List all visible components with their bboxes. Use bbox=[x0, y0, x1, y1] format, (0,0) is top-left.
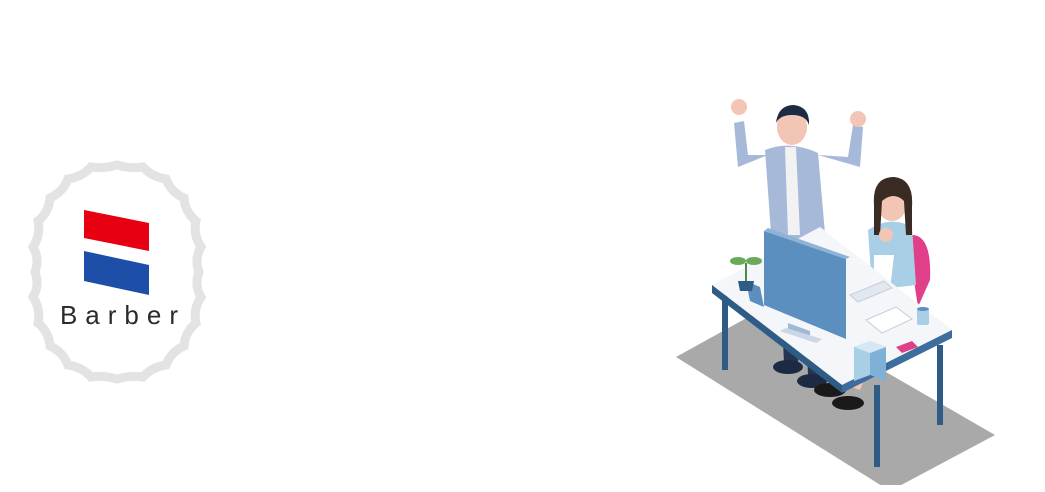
woman-figure bbox=[814, 177, 931, 410]
phone-icon bbox=[896, 341, 918, 353]
office-celebration-illustration bbox=[676, 99, 995, 485]
flag-stripes-icon bbox=[84, 210, 149, 295]
books bbox=[854, 341, 886, 381]
badge-label: Barber bbox=[59, 300, 187, 330]
cup-icon bbox=[917, 307, 929, 325]
desk-legs bbox=[722, 295, 943, 467]
keyboard bbox=[849, 280, 893, 303]
plant-icon bbox=[730, 257, 762, 291]
monitor bbox=[764, 228, 850, 343]
barber-badge-logo bbox=[27, 160, 207, 384]
document-paper bbox=[865, 306, 913, 334]
